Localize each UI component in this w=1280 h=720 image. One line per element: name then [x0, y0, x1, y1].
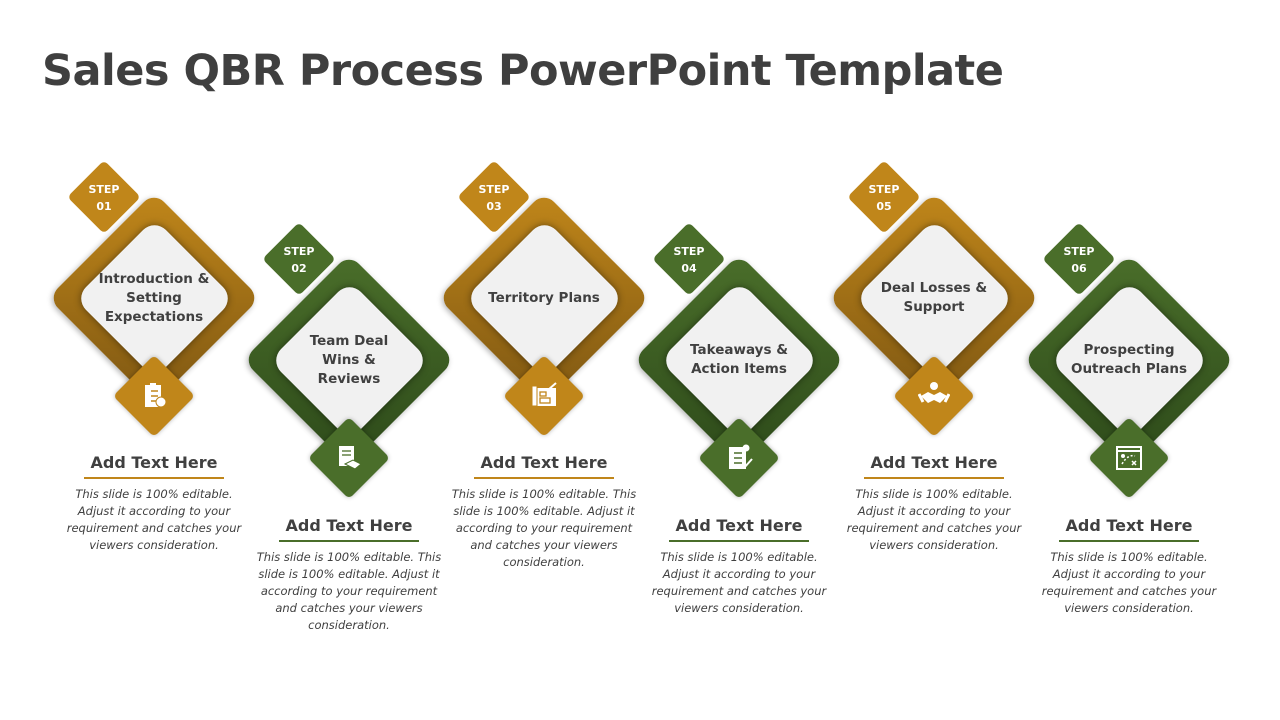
step-description: This slide is 100% editable. This slide … — [256, 550, 442, 632]
step-title: Prospecting Outreach Plans — [1070, 342, 1188, 377]
contract-handshake-icon — [339, 446, 362, 470]
step-heading: Add Text Here — [285, 516, 413, 535]
heading-underline — [84, 477, 224, 479]
step-title: Deal Losses & Support — [880, 280, 988, 315]
heading-underline — [864, 477, 1004, 479]
step-title: Takeaways & Action Items — [690, 342, 788, 377]
step-heading: Add Text Here — [675, 516, 803, 535]
step-badge-text: STEP 02 — [269, 243, 329, 277]
step-title: Introduction & Setting Expectations — [98, 270, 210, 325]
strategy-board-icon — [1116, 446, 1142, 470]
step-heading: Add Text Here — [480, 453, 608, 472]
step-heading: Add Text Here — [1065, 516, 1193, 535]
step-label: STEP — [283, 245, 315, 258]
step-number: 02 — [291, 262, 307, 275]
step-description: This slide is 100% editable. Adjust it a… — [651, 550, 827, 615]
heading-underline — [669, 540, 809, 542]
heading-underline — [1059, 540, 1199, 542]
step-number: 04 — [681, 262, 697, 275]
step-label: STEP — [868, 183, 900, 196]
step-number: 03 — [486, 200, 502, 213]
step-heading: Add Text Here — [90, 453, 218, 472]
heading-underline — [279, 540, 419, 542]
step-label: STEP — [478, 183, 510, 196]
slide-title: Sales QBR Process PowerPoint Template — [42, 46, 1004, 96]
step-description: This slide is 100% editable. This slide … — [451, 487, 637, 569]
step-heading: Add Text Here — [870, 453, 998, 472]
handshake-icon — [918, 382, 950, 403]
step-number: 05 — [876, 200, 892, 213]
step-description: This slide is 100% editable. Adjust it a… — [1041, 550, 1217, 615]
step-label: STEP — [88, 183, 120, 196]
step-label: STEP — [673, 245, 705, 258]
step-description: This slide is 100% editable. Adjust it a… — [66, 487, 242, 552]
step-badge-text: STEP 01 — [74, 181, 134, 215]
checklist-icon — [145, 383, 167, 408]
step-title: Team Deal Wins & Reviews — [309, 332, 389, 387]
step-description: This slide is 100% editable. Adjust it a… — [846, 487, 1022, 552]
blueprint-icon — [531, 382, 557, 407]
step-badge-text: STEP 04 — [659, 243, 719, 277]
heading-underline — [474, 477, 614, 479]
step-badge-text: STEP 06 — [1049, 243, 1109, 277]
step-title: Territory Plans — [488, 289, 600, 306]
task-list-icon — [729, 444, 753, 469]
step-label: STEP — [1063, 245, 1095, 258]
step-badge-text: STEP 05 — [854, 181, 914, 215]
step-number: 01 — [96, 200, 112, 213]
step-number: 06 — [1071, 262, 1087, 275]
step-badge-text: STEP 03 — [464, 181, 524, 215]
